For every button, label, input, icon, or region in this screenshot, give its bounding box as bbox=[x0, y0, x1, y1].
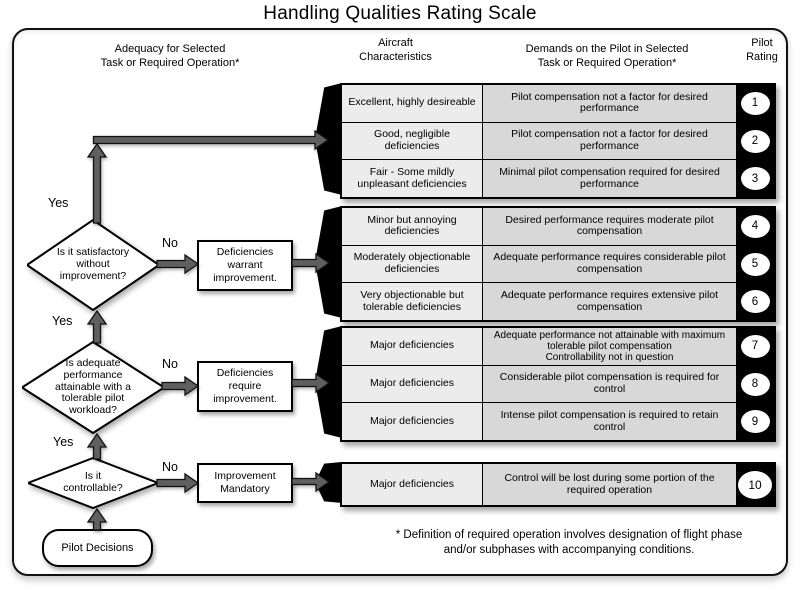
rating-cell: 6 bbox=[736, 283, 774, 321]
demand-cell: Minimal pilot compensation required for … bbox=[482, 160, 736, 198]
characteristic-cell: Major deficiencies bbox=[342, 403, 482, 441]
demand-cell: Control will be lost during some portion… bbox=[482, 464, 736, 505]
diamond-shape bbox=[28, 457, 158, 509]
decision-adequate-performance: Is adequate performance attainable with … bbox=[22, 341, 164, 434]
characteristic-cell: Excellent, highly desireable bbox=[342, 85, 482, 122]
box-deficiencies-require-improvement: Deficiencies require improvement. bbox=[197, 361, 293, 412]
rating-cell: 8 bbox=[736, 365, 774, 403]
yes-label-3: Yes bbox=[53, 435, 74, 449]
pilot-decisions-terminal: Pilot Decisions bbox=[42, 529, 153, 567]
box-improvement-mandatory: Improvement Mandatory bbox=[197, 463, 293, 503]
rating-row-7: Major deficiencies Adequate performance … bbox=[342, 328, 774, 365]
rating-row-9: Major deficiencies Intense pilot compens… bbox=[342, 402, 774, 441]
characteristic-cell: Fair - Some mildly unpleasant deficienci… bbox=[342, 160, 482, 198]
rating-cell: 1 bbox=[736, 85, 774, 122]
header-adequacy: Adequacy for Selected Task or Required O… bbox=[100, 43, 240, 69]
demand-cell: Adequate performance requires considerab… bbox=[482, 245, 736, 283]
no-label-1: No bbox=[162, 236, 178, 250]
demand-cell: Adequate performance requires extensive … bbox=[482, 283, 736, 321]
rating-badge: 1 bbox=[739, 90, 771, 116]
rating-cell: 2 bbox=[736, 122, 774, 160]
rating-row-1: Excellent, highly desireable Pilot compe… bbox=[342, 85, 774, 122]
rating-row-4: Minor but annoying deficiencies Desired … bbox=[342, 208, 774, 245]
rating-row-2: Good, negligible deficiencies Pilot comp… bbox=[342, 121, 774, 160]
diamond-shape bbox=[27, 219, 159, 311]
rating-cell: 3 bbox=[736, 160, 774, 198]
decision-controllable: Is it controllable? bbox=[28, 457, 158, 509]
rating-cell: 7 bbox=[736, 328, 774, 365]
rating-row-5: Moderately objectionable deficiencies Ad… bbox=[342, 244, 774, 283]
no-label-3: No bbox=[162, 460, 178, 474]
rating-badge: 5 bbox=[739, 251, 771, 277]
rating-row-10: Major deficiencies Control will be lost … bbox=[342, 464, 774, 505]
characteristic-cell: Major deficiencies bbox=[342, 365, 482, 403]
characteristic-cell: Good, negligible deficiencies bbox=[342, 122, 482, 160]
rating-badge: 7 bbox=[739, 333, 771, 359]
rating-badge: 2 bbox=[739, 128, 771, 154]
characteristic-cell: Major deficiencies bbox=[342, 328, 482, 365]
characteristic-cell: Minor but annoying deficiencies bbox=[342, 208, 482, 245]
header-pilot-rating: Pilot Rating bbox=[746, 37, 778, 63]
rating-badge: 4 bbox=[739, 213, 771, 239]
footnote: * Definition of required operation invol… bbox=[395, 529, 743, 556]
rating-badge: 6 bbox=[739, 289, 771, 315]
rating-badge: 9 bbox=[739, 409, 771, 435]
diamond-shape bbox=[22, 341, 164, 434]
rating-group-3: Major deficiencies Adequate performance … bbox=[340, 326, 776, 442]
no-label-2: No bbox=[162, 357, 178, 371]
rating-cell: 10 bbox=[736, 464, 774, 505]
demand-cell: Adequate performance not attainable with… bbox=[482, 328, 736, 365]
yes-label-1: Yes bbox=[48, 196, 69, 210]
rating-group-1: Excellent, highly desireable Pilot compe… bbox=[340, 83, 776, 199]
rating-badge: 3 bbox=[739, 166, 771, 192]
rating-badge: 10 bbox=[737, 469, 773, 500]
decision-question: Is adequate performance attainable with … bbox=[55, 356, 131, 417]
rating-group-2: Minor but annoying deficiencies Desired … bbox=[340, 206, 776, 322]
header-aircraft-characteristics: Aircraft Characteristics bbox=[359, 37, 432, 63]
demand-cell: Intense pilot compensation is required t… bbox=[482, 403, 736, 441]
characteristic-cell: Very objectionable but tolerable deficie… bbox=[342, 283, 482, 321]
rating-cell: 5 bbox=[736, 245, 774, 283]
demand-cell: Desired performance requires moderate pi… bbox=[482, 208, 736, 245]
rating-cell: 9 bbox=[736, 403, 774, 441]
characteristic-cell: Major deficiencies bbox=[342, 464, 482, 505]
demand-cell: Pilot compensation not a factor for desi… bbox=[482, 122, 736, 160]
decision-satisfactory: Is it satisfactory without improvement? bbox=[27, 219, 159, 311]
yes-label-2: Yes bbox=[52, 314, 73, 328]
header-demands: Demands on the Pilot in Selected Task or… bbox=[525, 43, 689, 69]
rating-row-8: Major deficiencies Considerable pilot co… bbox=[342, 364, 774, 403]
box-deficiencies-warrant-improvement: Deficiencies warrant improvement. bbox=[197, 240, 293, 291]
characteristic-cell: Moderately objectionable deficiencies bbox=[342, 245, 482, 283]
decision-question: Is it satisfactory without improvement? bbox=[56, 246, 130, 282]
rating-row-6: Very objectionable but tolerable deficie… bbox=[342, 282, 774, 321]
demand-cell: Considerable pilot compensation is requi… bbox=[482, 365, 736, 403]
rating-badge: 8 bbox=[739, 371, 771, 397]
rating-row-3: Fair - Some mildly unpleasant deficienci… bbox=[342, 159, 774, 198]
demand-cell: Pilot compensation not a factor for desi… bbox=[482, 85, 736, 122]
rating-group-4: Major deficiencies Control will be lost … bbox=[340, 462, 776, 507]
decision-question: Is it controllable? bbox=[63, 470, 123, 494]
rating-cell: 4 bbox=[736, 208, 774, 245]
page-title: Handling Qualities Rating Scale bbox=[263, 3, 537, 24]
